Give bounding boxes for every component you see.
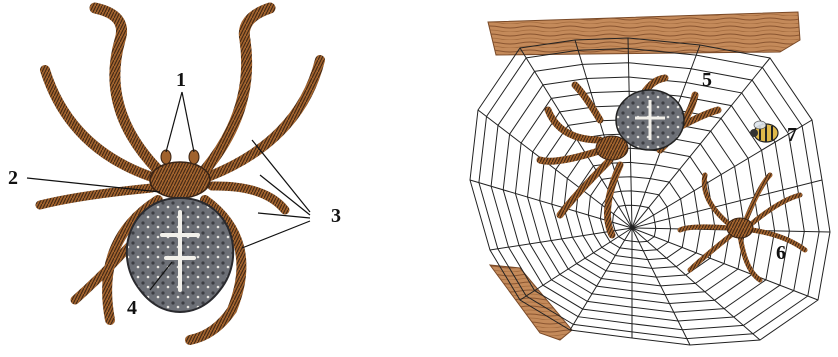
spider-on-web-illustration	[470, 12, 830, 345]
label-3: 3	[331, 206, 341, 226]
spider-anatomy-illustration	[27, 8, 320, 340]
upper-branch	[488, 12, 800, 55]
chelicera-right	[189, 150, 199, 164]
label-4: 4	[127, 298, 137, 318]
label-6: 6	[776, 243, 786, 263]
label-2: 2	[8, 168, 18, 188]
cephalothorax	[150, 162, 210, 198]
lower-branch	[490, 265, 572, 340]
label-7: 7	[787, 125, 797, 145]
chelicera-left	[161, 150, 171, 164]
spider-6	[680, 175, 805, 280]
label-1: 1	[176, 70, 186, 90]
spider-5	[540, 78, 718, 235]
label-5: 5	[702, 70, 712, 90]
